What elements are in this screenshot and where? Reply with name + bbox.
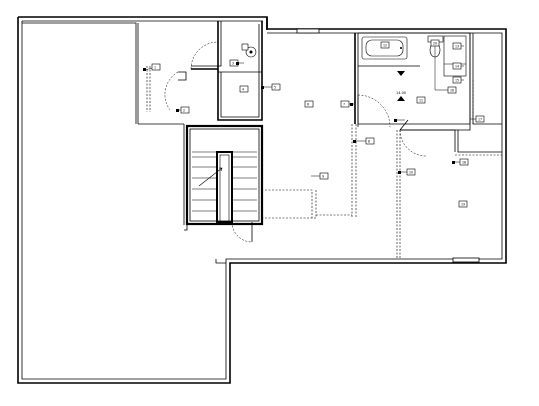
tag-14-label: 14 [455, 65, 459, 69]
tag-15-label: 15 [455, 79, 459, 83]
tag-16: 16 [447, 86, 457, 94]
door-arc-closet [190, 41, 219, 70]
wall-right-closet [469, 33, 502, 125]
tag-7: 7 [340, 100, 350, 108]
tag-4-label: 4 [242, 88, 244, 92]
window-top-center [296, 28, 320, 34]
wall-bedroom-top [400, 129, 502, 153]
tag-20-label: 20 [433, 42, 437, 46]
wall-hall-left [146, 66, 151, 112]
stair-wall-inner [189, 128, 260, 222]
door-arc-hall [164, 71, 179, 111]
tag-11: 11 [416, 96, 426, 104]
tag-15: 15 [452, 76, 462, 84]
stair-wall-outer [185, 124, 264, 226]
tag-20: 20 [430, 39, 440, 47]
tag-17: 17 [475, 115, 485, 123]
tag-12: 12 [380, 41, 390, 49]
water-heater-icon [241, 43, 249, 51]
callout-label: 14.00 [396, 91, 406, 95]
door-leaf-hall [178, 71, 187, 81]
tag-18-label: 18 [462, 161, 466, 165]
stair-stringer-inner [219, 154, 230, 223]
tag-13: 13 [452, 42, 462, 50]
wall-left-of-stairs [183, 124, 188, 231]
outlet-symbols [143, 62, 455, 174]
tag-8-label: 8 [368, 140, 370, 144]
stair-arrow [198, 167, 223, 187]
stair-treads-left [192, 156, 217, 212]
tag-14: 14 [452, 62, 462, 70]
wall-bath-bottom [358, 123, 471, 131]
tag-9: 9 [319, 172, 329, 180]
door-leaf-bedroom [399, 119, 409, 131]
leader-lines [144, 44, 476, 177]
door-arc-bath [357, 94, 391, 128]
tag-16-label: 16 [450, 89, 454, 93]
tag-19: 19 [458, 200, 468, 208]
tag-18: 18 [459, 158, 469, 166]
stair-stringer [216, 151, 233, 223]
wall-utility-inner [191, 21, 260, 118]
vanity [443, 35, 467, 77]
tag-8: 8 [365, 137, 375, 145]
tag-6-label: 6 [307, 103, 309, 107]
exhaust-fan-icon [397, 71, 405, 76]
tag-2: 2 [180, 106, 190, 114]
tag-12-label: 12 [383, 44, 387, 48]
tag-6: 6 [304, 100, 314, 108]
tag-9-label: 9 [322, 175, 324, 179]
tag-17-label: 17 [478, 118, 482, 122]
wall-bedroom-left [396, 130, 401, 259]
tag-1: 1 [151, 63, 161, 71]
wall-center-dashed [351, 124, 357, 218]
tag-1-label: 1 [154, 66, 156, 70]
wall-family-lower [262, 189, 317, 219]
exhaust-fan-icon-bottom [397, 96, 405, 101]
door-arc-bedroom [399, 129, 427, 157]
tag-10-label: 10 [409, 171, 413, 175]
tag-11-label: 11 [419, 99, 423, 103]
tag-2-label: 2 [183, 109, 185, 113]
outer-wall-perimeter-inner [21, 21, 503, 380]
outer-wall-left [18, 16, 268, 30]
tag-13-label: 13 [455, 45, 459, 49]
door-arc-stairs [231, 221, 253, 243]
tag-4: 4 [239, 85, 249, 93]
tag-19-label: 19 [461, 203, 465, 207]
furnace-icon-inner [249, 50, 253, 54]
wall-upper-left-top [22, 22, 137, 124]
tag-5: 5 [271, 83, 281, 91]
tag-3-label: 3 [232, 62, 234, 66]
wall-utility [191, 21, 263, 121]
bathtub-drain [400, 47, 402, 49]
window-bedroom [452, 257, 480, 263]
tag-7-label: 7 [343, 103, 345, 107]
wall-step-left [215, 259, 226, 264]
tag-5-label: 5 [274, 86, 276, 90]
tag-10: 10 [406, 168, 416, 176]
stair-treads-right [232, 156, 257, 212]
